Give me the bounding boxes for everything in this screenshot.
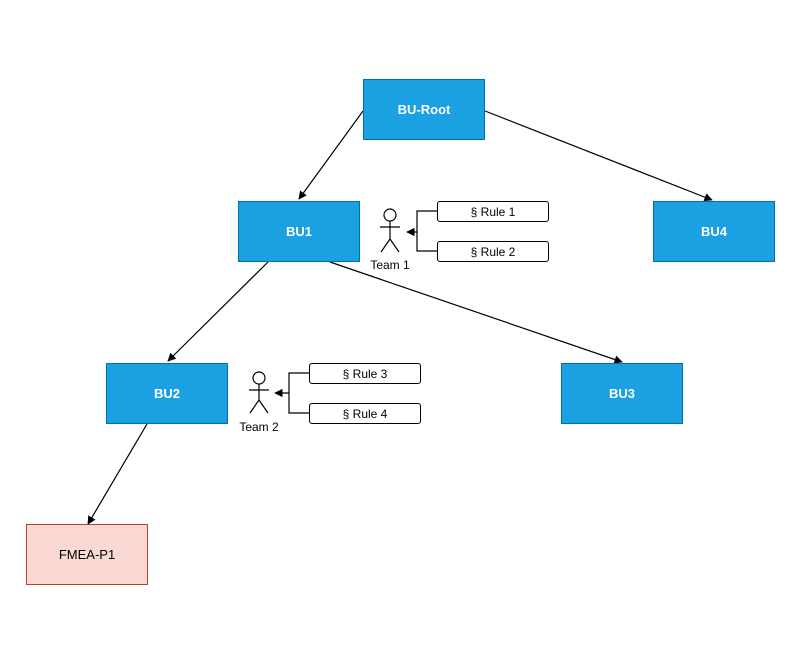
- node-bu-root[interactable]: BU-Root: [363, 79, 485, 140]
- node-bu3-label: BU3: [608, 386, 635, 401]
- node-bu2-label: BU2: [153, 386, 180, 401]
- connector-rule1-team1: [406, 210, 437, 237]
- connector-rule3-team2: [274, 372, 309, 398]
- rule-1-label: § Rule 1: [470, 204, 516, 219]
- edge-root-bu4: [484, 110, 713, 202]
- connector-rule2-team1: [416, 232, 437, 252]
- edge-bu2-fmea: [87, 423, 148, 525]
- rule-2[interactable]: § Rule 2: [437, 241, 549, 262]
- node-bu1-label: BU1: [285, 224, 312, 239]
- rule-3[interactable]: § Rule 3: [309, 363, 421, 384]
- edge-bu1-bu3: [329, 261, 623, 364]
- team2-label: Team 2: [239, 420, 279, 434]
- node-bu1[interactable]: BU1: [238, 201, 360, 262]
- team1-label: Team 1: [370, 258, 410, 272]
- connector-rule4-team2: [288, 393, 309, 414]
- edge-root-bu1: [298, 110, 364, 200]
- rule-1[interactable]: § Rule 1: [437, 201, 549, 222]
- node-bu3[interactable]: BU3: [561, 363, 683, 424]
- team1-actor-icon: [380, 208, 400, 253]
- node-fmea-p1[interactable]: FMEA-P1: [26, 524, 148, 585]
- rule-4[interactable]: § Rule 4: [309, 403, 421, 424]
- node-bu-root-label: BU-Root: [397, 102, 451, 117]
- edge-bu1-bu2: [167, 261, 269, 362]
- node-bu2[interactable]: BU2: [106, 363, 228, 424]
- node-bu4[interactable]: BU4: [653, 201, 775, 262]
- rule-2-label: § Rule 2: [470, 244, 516, 259]
- node-fmea-p1-label: FMEA-P1: [58, 547, 116, 562]
- team2-actor-icon: [249, 371, 269, 414]
- node-bu4-label: BU4: [700, 224, 727, 239]
- rule-4-label: § Rule 4: [342, 406, 388, 421]
- rule-3-label: § Rule 3: [342, 366, 388, 381]
